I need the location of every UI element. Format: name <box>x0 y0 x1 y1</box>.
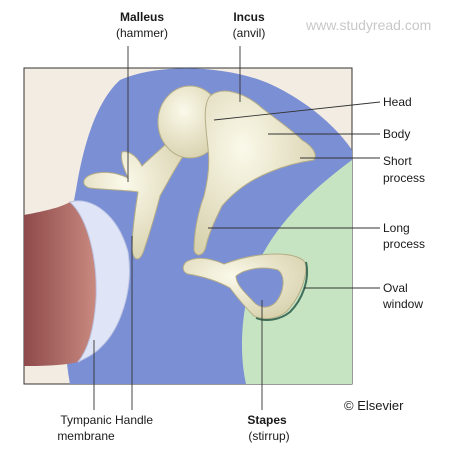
label-handle: Handle <box>114 413 154 427</box>
label-long-process-line1: Long <box>383 221 410 235</box>
oval-window <box>255 261 308 321</box>
label-malleus-sub: (hammer) <box>115 26 168 40</box>
label-short-process-line1: Short <box>383 154 412 168</box>
stapes-bone <box>182 253 307 320</box>
leader-lines <box>93 46 381 410</box>
label-stapes: Stapes <box>247 413 287 427</box>
label-stapes-sub: (stirrup) <box>248 429 290 443</box>
incus-bone <box>193 90 316 256</box>
label-tympanic-membrane-line2: membrane <box>57 429 115 443</box>
label-body: Body <box>383 127 411 141</box>
label-incus: Incus <box>233 10 265 24</box>
label-incus-sub: (anvil) <box>232 26 266 40</box>
label-malleus: Malleus <box>119 10 164 24</box>
watermark: www.studyread.com <box>306 17 432 33</box>
label-short-process-line2: process <box>383 171 426 185</box>
tympanic-membrane <box>68 200 130 363</box>
label-tympanic-membrane-line1: Tympanic <box>60 413 112 427</box>
label-head: Head <box>383 95 412 109</box>
label-long-process-line2: process <box>383 237 426 251</box>
label-oval-window-line1: Oval <box>383 281 408 295</box>
copyright-notice: © Elsevier <box>344 398 404 413</box>
ear-canal <box>24 202 97 366</box>
label-oval-window-line2: window <box>383 297 424 311</box>
